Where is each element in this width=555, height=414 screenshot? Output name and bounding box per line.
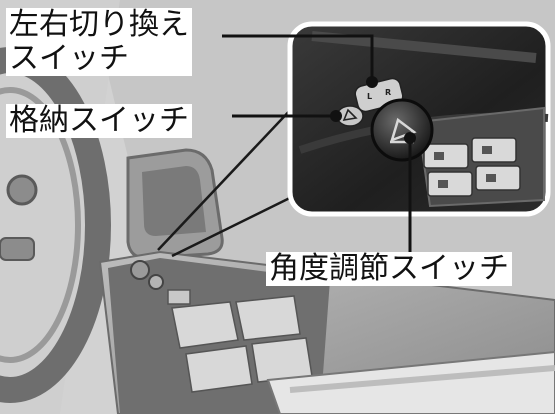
dashboard-area — [0, 0, 120, 414]
mirror-select-switch-label: 左右切り換え スイッチ — [6, 8, 192, 76]
angle-adjust-label-text: 角度調節スイッチ — [269, 251, 509, 286]
switch-detail-inset — [287, 21, 551, 217]
retract-label-text: 格納スイッチ — [9, 103, 189, 138]
leader-lines — [222, 34, 412, 252]
zoom-lines — [157, 103, 307, 258]
angle-adjust-switch-label: 角度調節スイッチ — [266, 252, 512, 286]
mirror-select-label-line1: 左右切り換え — [9, 7, 189, 42]
retract-dot — [330, 110, 342, 122]
mirror-select-label-line2: スイッチ — [9, 41, 129, 76]
angle-adjust-dot — [404, 132, 416, 144]
right-glyph: R — [385, 88, 391, 97]
leader-dots — [330, 76, 416, 144]
door-handle-recess — [126, 148, 224, 260]
retract-switch-label: 格納スイッチ — [6, 104, 192, 138]
mirror-select-dot — [366, 76, 378, 88]
armrest — [98, 250, 555, 414]
left-glyph: L — [367, 92, 372, 101]
